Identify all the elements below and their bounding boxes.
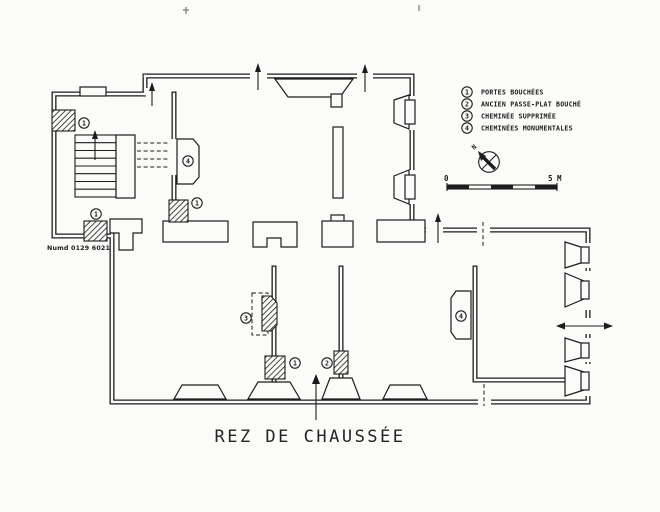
arrow-icon (435, 213, 441, 243)
legend-item: 4 CHEMINÉES MONUMENTALES (461, 122, 573, 134)
blocked-door-hatch (51, 109, 76, 132)
svg-text:1: 1 (94, 211, 98, 219)
legend-item: 2 ANCIEN PASSE-PLAT BOUCHÉ (461, 98, 581, 110)
legend: 1 PORTES BOUCHÉES 2 ANCIEN PASSE-PLAT BO… (461, 86, 581, 134)
svg-text:1: 1 (465, 89, 469, 97)
spine-piers (109, 214, 426, 251)
svg-text:PORTES BOUCHÉES: PORTES BOUCHÉES (481, 88, 544, 97)
removed-chimney-hatch (261, 295, 278, 332)
blocked-door-hatch (168, 199, 189, 223)
pilaster (332, 126, 344, 199)
north-compass-icon: N (470, 143, 500, 173)
svg-text:ANCIEN PASSE-PLAT BOUCHÉ: ANCIEN PASSE-PLAT BOUCHÉ (481, 100, 581, 109)
page-title: REZ DE CHAUSSÉE (214, 425, 405, 447)
blocked-passe-plat-hatch (333, 350, 349, 375)
arrow-icon (362, 64, 368, 92)
svg-text:1: 1 (293, 360, 297, 368)
blocked-door-hatch (264, 355, 286, 380)
svg-text:4: 4 (186, 158, 190, 166)
svg-text:0: 0 (444, 174, 449, 183)
blocked-elements (51, 109, 349, 380)
svg-text:2: 2 (325, 360, 329, 368)
svg-text:CHEMINÉES MONUMENTALES: CHEMINÉES MONUMENTALES (481, 124, 573, 133)
blocked-door-hatch (83, 220, 108, 242)
window-reveals (79, 78, 590, 400)
marker-badge: 1 (90, 208, 102, 220)
svg-text:4: 4 (465, 125, 469, 133)
scale-bar: 0 5 M (444, 174, 562, 191)
svg-text:5 M: 5 M (548, 174, 562, 183)
staircase (74, 130, 170, 199)
svg-text:3: 3 (244, 315, 248, 323)
legend-item: 3 CHEMINÉE SUPPRIMÉE (461, 110, 556, 122)
stair-up-arrow-icon (92, 130, 98, 139)
svg-text:3: 3 (465, 113, 469, 121)
marker-badge: 4 (455, 310, 467, 322)
marker-badge: 1 (289, 357, 301, 369)
svg-text:1: 1 (82, 120, 86, 128)
svg-text:1: 1 (195, 200, 199, 208)
door-arrows (149, 63, 613, 420)
marker-badge: 4 (182, 155, 194, 167)
plan-markers: 1 1 4 1 3 1 2 4 (78, 117, 467, 369)
svg-text:2: 2 (465, 101, 469, 109)
arrow-icon (255, 63, 261, 90)
marker-badge: 3 (240, 312, 252, 324)
marker-badge: 1 (78, 117, 90, 129)
svg-text:CHEMINÉE SUPPRIMÉE: CHEMINÉE SUPPRIMÉE (481, 112, 556, 121)
scan-marks (183, 5, 420, 14)
marker-badge: 1 (191, 197, 203, 209)
entrance-arrow-icon (556, 322, 613, 330)
arrow-icon (149, 82, 155, 106)
svg-text:N: N (470, 143, 478, 152)
legend-item: 1 PORTES BOUCHÉES (461, 86, 544, 98)
marker-badge: 2 (321, 357, 333, 369)
svg-text:4: 4 (459, 313, 463, 321)
dashed-lines (482, 222, 485, 406)
reference-number: Numd 0129 6021 (47, 245, 110, 252)
title-arrow-icon (312, 374, 320, 420)
